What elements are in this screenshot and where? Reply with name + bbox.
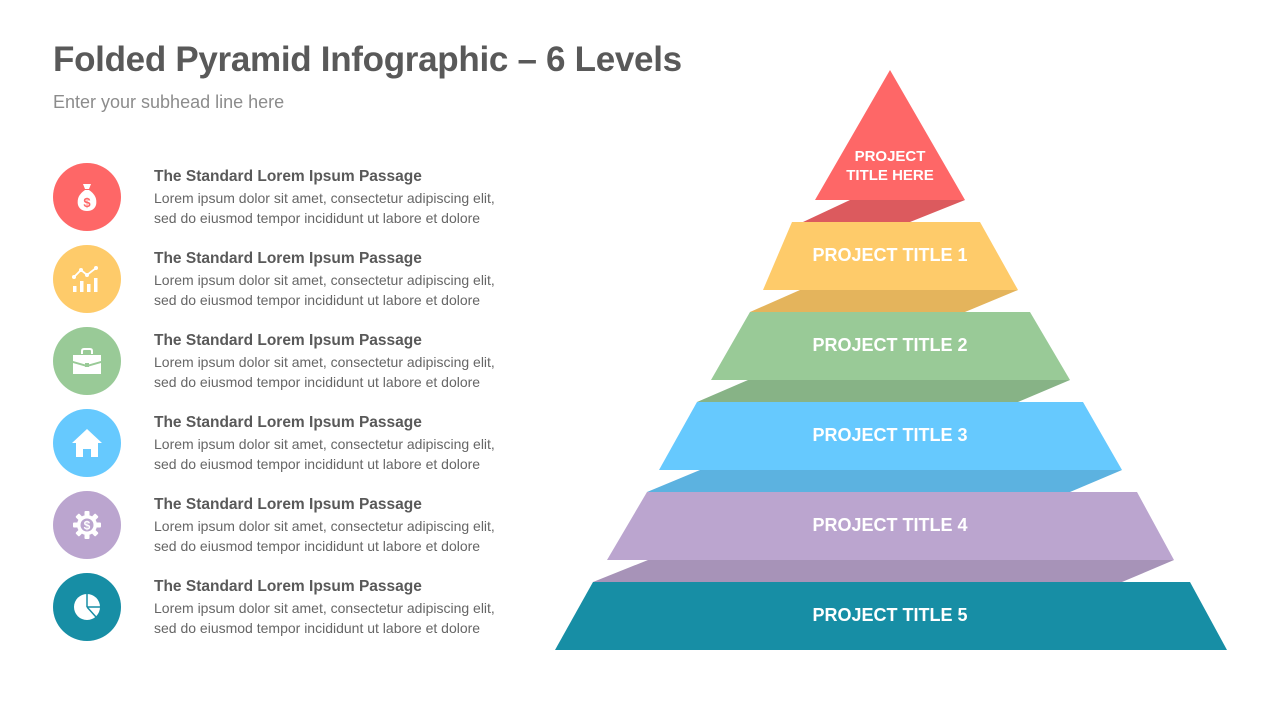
svg-text:$: $ <box>83 195 91 210</box>
item-heading: The Standard Lorem Ipsum Passage <box>154 496 422 513</box>
pyramid-level-1-label: PROJECT TITLE 1 <box>812 245 968 265</box>
svg-text:$: $ <box>84 519 91 533</box>
level-3 <box>659 402 1122 470</box>
pyramid-level-5-label: PROJECT TITLE 5 <box>812 605 968 625</box>
item-heading: The Standard Lorem Ipsum Passage <box>154 168 422 185</box>
list-item: The Standard Lorem Ipsum Passage Lorem i… <box>53 409 523 479</box>
level-5 <box>555 582 1227 650</box>
item-body-line: sed do eiusmod tempor incididunt ut labo… <box>154 209 481 226</box>
level-2 <box>711 312 1070 380</box>
item-body-line: Lorem ipsum dolor sit amet, consectetur … <box>154 190 495 206</box>
item-heading: The Standard Lorem Ipsum Passage <box>154 250 422 267</box>
fold-4 <box>593 560 1174 582</box>
pie-chart-icon <box>53 573 121 641</box>
item-body-line: sed do eiusmod tempor incididunt ut labo… <box>154 537 481 554</box>
item-body-line: Lorem ipsum dolor sit amet, consectetur … <box>154 272 495 288</box>
item-body-line: Lorem ipsum dolor sit amet, consectetur … <box>154 354 495 370</box>
item-heading: The Standard Lorem Ipsum Passage <box>154 578 422 595</box>
level-top <box>815 70 965 200</box>
pyramid-level-4-label: PROJECT TITLE 4 <box>812 515 968 535</box>
fold-2 <box>697 380 1070 402</box>
list-item: $ The Standard Lorem Ipsum Passage Lorem… <box>53 491 523 561</box>
item-body-line: Lorem ipsum dolor sit amet, consectetur … <box>154 600 495 616</box>
level-1 <box>763 222 1018 290</box>
item-body: Lorem ipsum dolor sit amet, consectetur … <box>154 189 495 228</box>
item-heading: The Standard Lorem Ipsum Passage <box>154 332 422 349</box>
pyramid-level-2-label: PROJECT TITLE 2 <box>812 335 968 355</box>
pyramid-top-label: PROJECT TITLE HERE <box>846 147 934 185</box>
item-body: Lorem ipsum dolor sit amet, consectetur … <box>154 353 495 392</box>
fold-0 <box>803 200 965 222</box>
item-body-line: Lorem ipsum dolor sit amet, consectetur … <box>154 518 495 534</box>
list-item: The Standard Lorem Ipsum Passage Lorem i… <box>53 327 523 397</box>
item-body-line: sed do eiusmod tempor incididunt ut labo… <box>154 291 481 308</box>
money-bag-icon: $ <box>53 163 121 231</box>
item-body-line: sed do eiusmod tempor incididunt ut labo… <box>154 373 481 390</box>
page-title: Folded Pyramid Infographic – 6 Levels <box>53 40 682 79</box>
item-body-line: sed do eiusmod tempor incididunt ut labo… <box>154 619 481 636</box>
list-item: $ The Standard Lorem Ipsum Passage Lorem… <box>53 163 523 233</box>
item-body: Lorem ipsum dolor sit amet, consectetur … <box>154 435 495 474</box>
list-item: The Standard Lorem Ipsum Passage Lorem i… <box>53 573 523 643</box>
item-body: Lorem ipsum dolor sit amet, consectetur … <box>154 599 495 638</box>
list-item: The Standard Lorem Ipsum Passage Lorem i… <box>53 245 523 315</box>
pyramid-top-label-line: TITLE HERE <box>846 167 934 184</box>
item-body-line: sed do eiusmod tempor incididunt ut labo… <box>154 455 481 472</box>
fold-1 <box>750 290 1018 312</box>
home-icon <box>53 409 121 477</box>
level-4 <box>607 492 1174 560</box>
chart-growth-icon <box>53 245 121 313</box>
briefcase-icon <box>53 327 121 395</box>
item-heading: The Standard Lorem Ipsum Passage <box>154 414 422 431</box>
item-body-line: Lorem ipsum dolor sit amet, consectetur … <box>154 436 495 452</box>
item-body: Lorem ipsum dolor sit amet, consectetur … <box>154 271 495 310</box>
fold-3 <box>647 470 1122 492</box>
pyramid-top-label-line: PROJECT <box>854 148 926 165</box>
pyramid-level-3-label: PROJECT TITLE 3 <box>812 425 968 445</box>
item-body: Lorem ipsum dolor sit amet, consectetur … <box>154 517 495 556</box>
gear-dollar-icon: $ <box>53 491 121 559</box>
page-subtitle: Enter your subhead line here <box>53 92 285 112</box>
